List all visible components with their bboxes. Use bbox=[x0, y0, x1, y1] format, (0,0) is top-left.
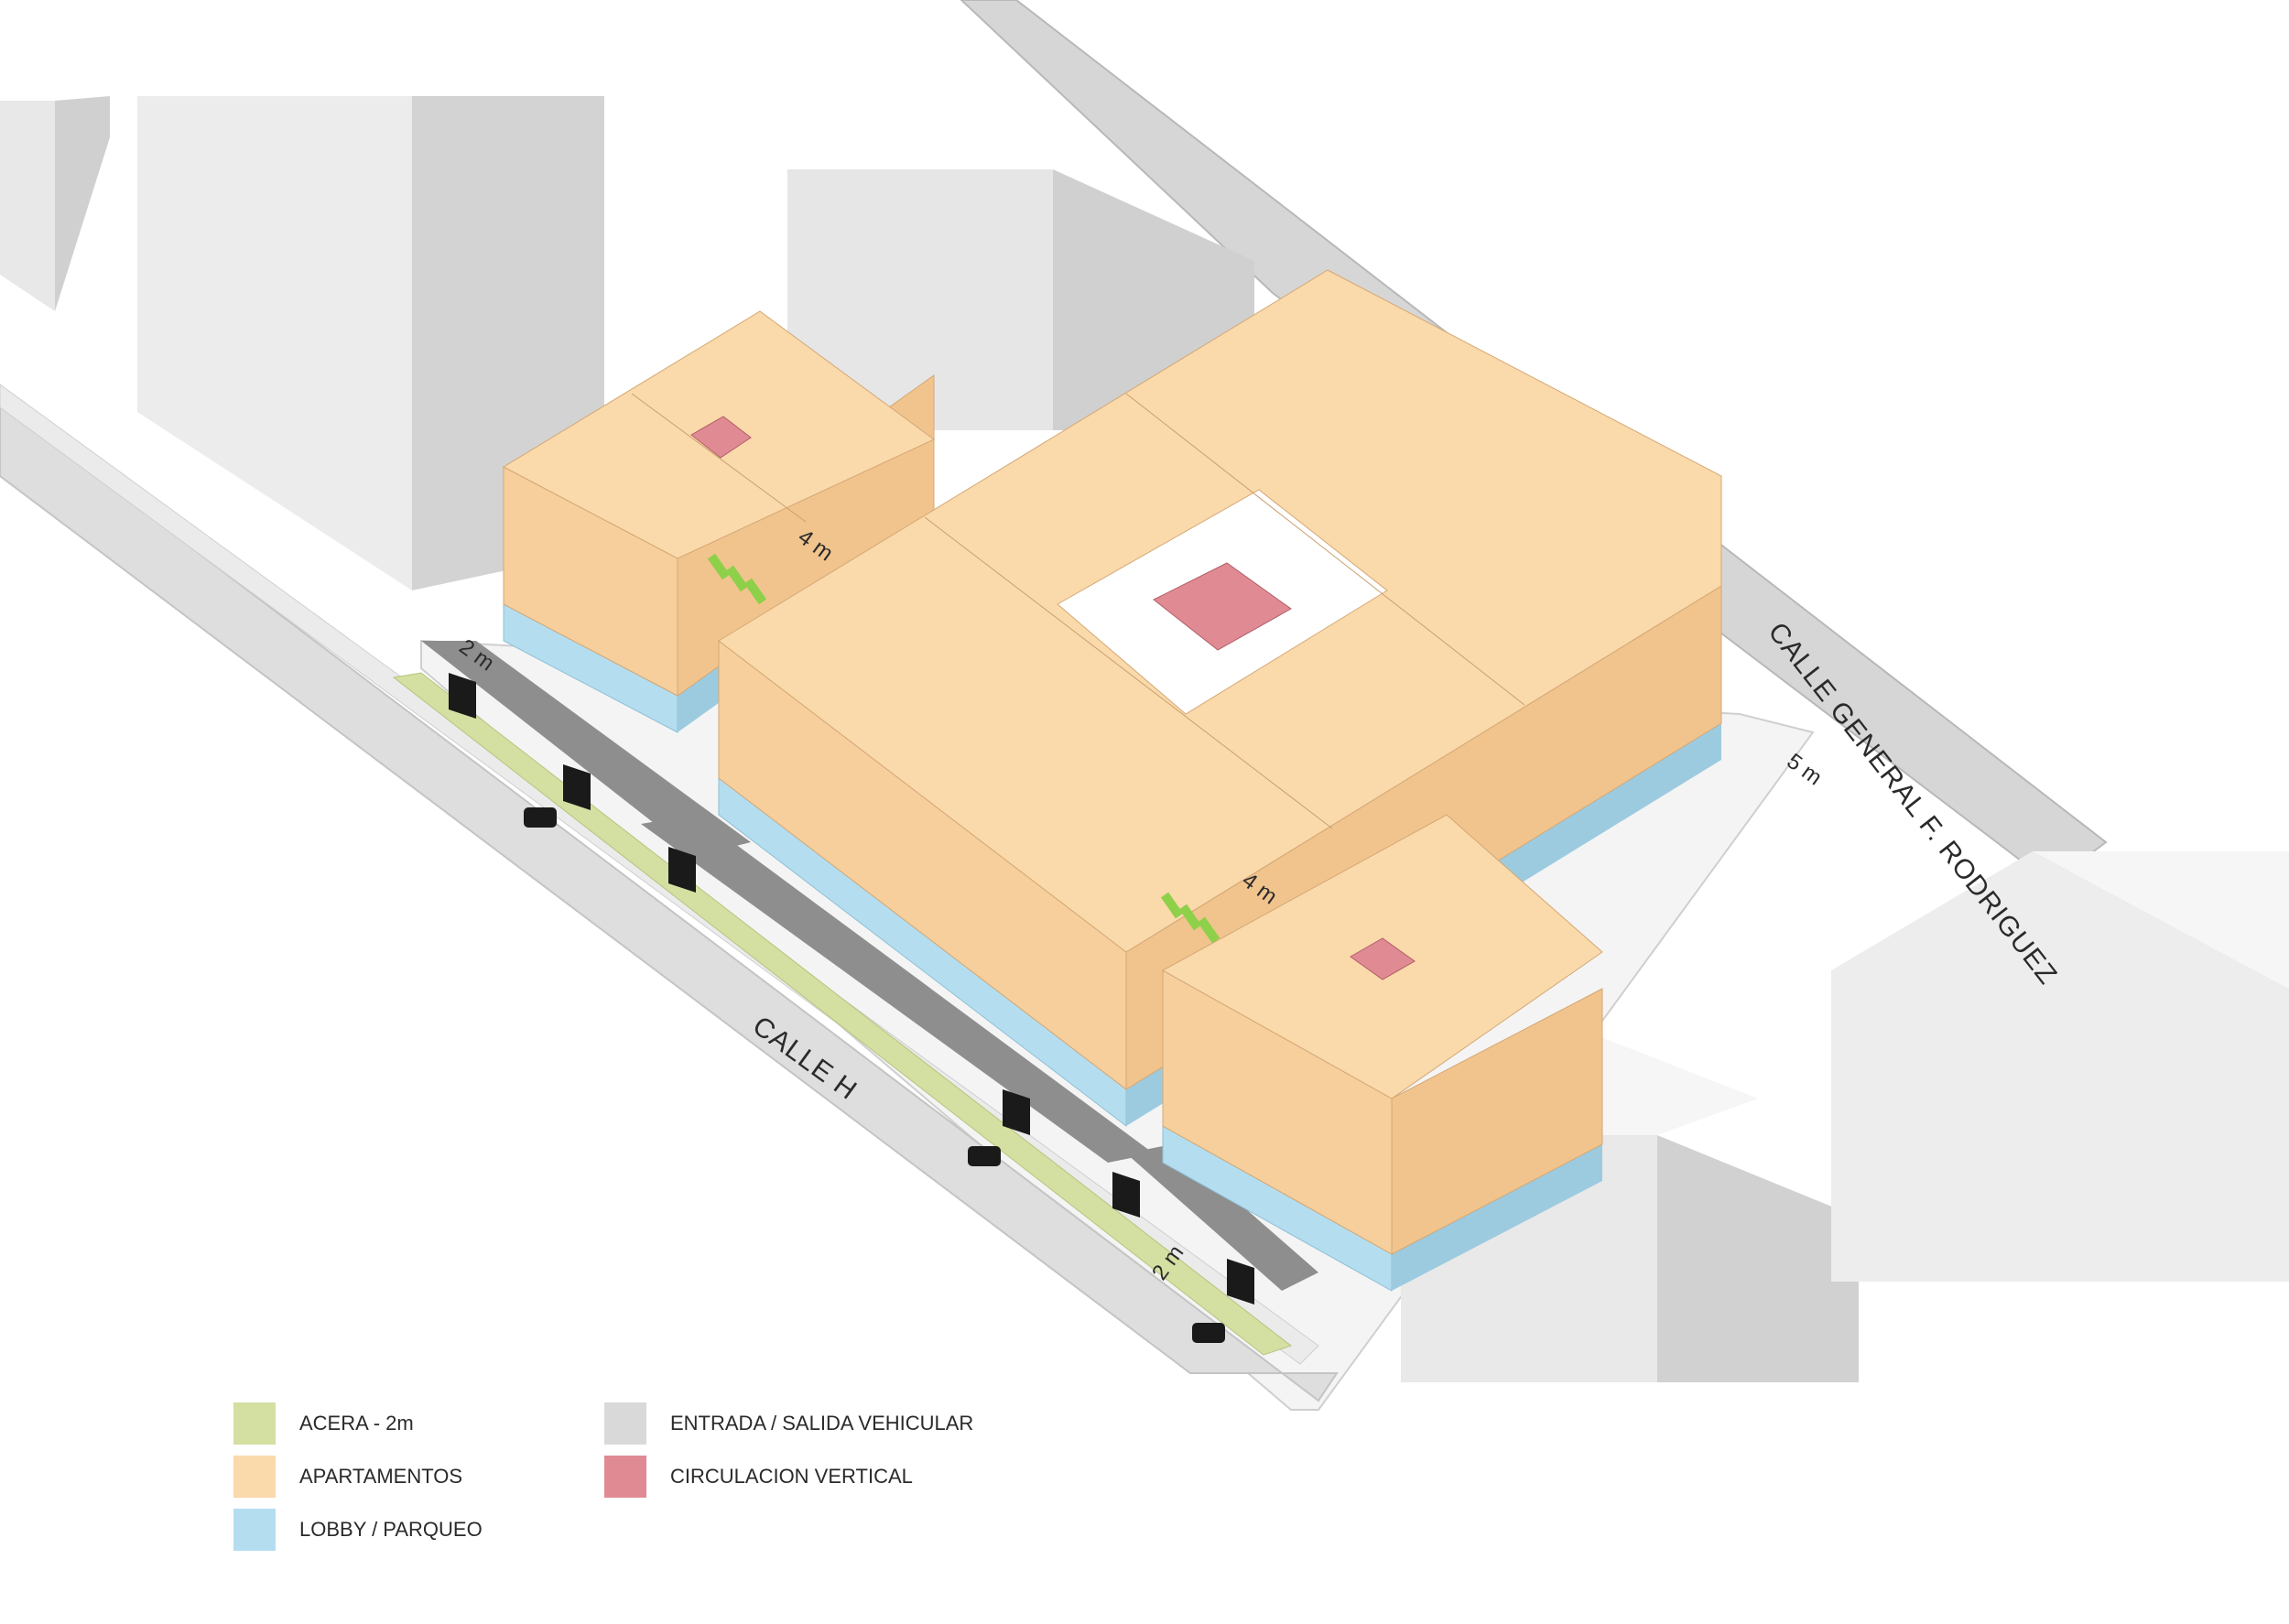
road-calle-h bbox=[0, 401, 1339, 1402]
neighbour-right-2-side bbox=[2033, 851, 2289, 989]
neighbour-left-1-side bbox=[55, 96, 110, 311]
legend-swatch-apartamentos bbox=[233, 1456, 276, 1498]
legend: ACERA - 2m APARTAMENTOS LOBBY / PARQUEO … bbox=[233, 1402, 1058, 1567]
driveway-right bbox=[1126, 1144, 1318, 1291]
legend-label-acera: ACERA - 2m bbox=[299, 1412, 414, 1435]
legend-swatch-acera bbox=[233, 1402, 276, 1445]
entry-marker-left bbox=[707, 553, 767, 605]
neighbour-right-1-side bbox=[1657, 1135, 1859, 1382]
legend-label-apartamentos: APARTAMENTOS bbox=[299, 1465, 463, 1488]
acera-strip bbox=[392, 672, 1293, 1356]
legend-item-lobby: LOBBY / PARQUEO bbox=[233, 1509, 483, 1551]
right-block-circulation bbox=[1350, 937, 1416, 980]
legend-item-apartamentos: APARTAMENTOS bbox=[233, 1456, 462, 1498]
legend-label-lobby: LOBBY / PARQUEO bbox=[299, 1518, 483, 1541]
neighbour-left-2-front bbox=[137, 96, 412, 590]
main-block-circulation bbox=[1153, 562, 1292, 651]
legend-item-circulacion: CIRCULACION VERTICAL bbox=[604, 1456, 913, 1498]
entry-marker-right bbox=[1160, 892, 1220, 944]
right-block-lobby-side bbox=[1392, 1144, 1602, 1291]
legend-swatch-entrada-salida bbox=[604, 1402, 646, 1445]
driveway-middle bbox=[641, 815, 1154, 1163]
legend-swatch-lobby bbox=[233, 1509, 276, 1551]
legend-item-entrada-salida: ENTRADA / SALIDA VEHICULAR bbox=[604, 1402, 973, 1445]
car-icon bbox=[524, 807, 1225, 1343]
legend-label-circulacion: CIRCULACION VERTICAL bbox=[670, 1465, 913, 1488]
neighbour-top-front bbox=[787, 169, 1053, 430]
legend-item-acera: ACERA - 2m bbox=[233, 1402, 414, 1445]
legend-label-entrada-salida: ENTRADA / SALIDA VEHICULAR bbox=[670, 1412, 974, 1435]
neighbour-left-1-front bbox=[0, 101, 55, 311]
neighbour-right-2-front bbox=[1831, 851, 2289, 1282]
gate-marker-icon bbox=[449, 673, 1254, 1305]
right-block-side bbox=[1391, 988, 1603, 1255]
driveway-left bbox=[421, 641, 751, 856]
left-block-circulation bbox=[690, 416, 752, 459]
legend-swatch-circulacion bbox=[604, 1456, 646, 1498]
